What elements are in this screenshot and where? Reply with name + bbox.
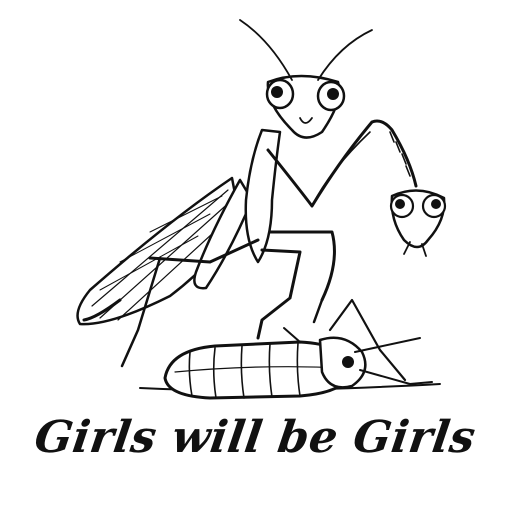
beetle — [163, 298, 433, 400]
mantis-thorax — [244, 128, 282, 264]
mantis-head — [239, 19, 373, 139]
caption-text: Girls will be Girls — [31, 412, 480, 463]
caption-area: Girls will be Girls — [0, 398, 511, 488]
victim-head — [389, 189, 447, 257]
mantis-legs — [120, 230, 336, 368]
mantis-arm — [266, 119, 418, 208]
